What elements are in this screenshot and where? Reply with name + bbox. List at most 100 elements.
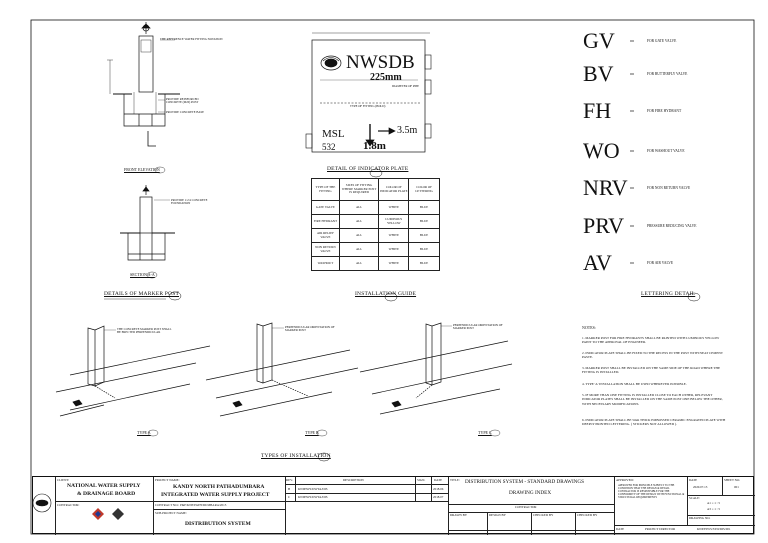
sub-project-name: DISTRIBUTION SYSTEM <box>185 521 251 527</box>
installation-guide-caption: INSTALLATION GUIDE <box>355 291 417 297</box>
client-name-line2: & DRAINAGE BOARD <box>77 491 136 497</box>
table-cell: FIRE HYDRANT <box>311 214 340 229</box>
type-c-label: TYPE C <box>478 430 492 435</box>
marker-note-section: PROVIDE 1:2:4 CONCRETE FOUNDATION <box>171 198 208 205</box>
lettering-code: AV <box>583 250 612 275</box>
lettering-code: PRV <box>583 213 625 238</box>
marker-note-low: PROVIDE CONCRETE BASE <box>166 110 205 114</box>
section-aa-figure <box>120 185 175 261</box>
table-row: AIR RELIEF VALVE ALL WHITE BLUE <box>311 228 440 243</box>
marker-post-caption: DETAILS OF MARKER POST <box>104 291 180 297</box>
table-cell: BLUE <box>408 214 440 229</box>
table-cell: WHITE <box>378 200 410 215</box>
revision-code: B <box>288 487 291 491</box>
table-cell: AIR RELIEF VALVE <box>311 228 340 243</box>
lettering-desc: FOR NON RETURN VALVE <box>647 186 691 190</box>
note-item: 5. IF MORE THAN ONE FITTING IS INSTALLED… <box>582 393 723 406</box>
marker-note-top: THE REFERENCE WATER FITTING NOTATION <box>160 37 223 41</box>
indicator-plate-figure <box>305 32 432 153</box>
rev-header: DESCRIPTION <box>343 478 364 482</box>
revision-date: 2018.07 <box>433 495 444 499</box>
sheet-value: 001 <box>734 485 739 489</box>
client-logo <box>32 493 52 513</box>
scale-a1: A1 = 1 : 5 <box>707 501 720 505</box>
project-name-line2: INTEGRATED WATER SUPPLY PROJECT <box>161 492 270 498</box>
table-cell: NON RETURN VALVE <box>311 242 340 257</box>
date-label: DATE <box>689 478 698 482</box>
table-cell: ALL <box>338 214 380 229</box>
table-row: WASHOUT ALL WHITE BLUE <box>311 256 440 271</box>
contractor-logos <box>92 508 124 520</box>
front-elevation-figure <box>107 22 180 147</box>
project-label: PROJECT NAME: <box>155 478 180 482</box>
sign-header: DESIGN BY <box>489 513 506 517</box>
drawing-title-line2: DRAWING INDEX <box>509 490 552 496</box>
note-item: 2. INDICATOR PLATE SHALL BE FIXED TO THE… <box>582 351 723 360</box>
nwsdb-logo <box>320 55 342 71</box>
sign-header: DRAWN BY <box>450 513 468 517</box>
scale-label: SCALE: <box>689 496 700 500</box>
table-cell: BLUE <box>408 200 440 215</box>
lettering-desc: FOR AIR VALVE <box>647 261 674 265</box>
plate-msl-label: MSL <box>322 128 345 140</box>
table-cell: BLUE <box>408 242 440 257</box>
type-b-label: TYPE B <box>305 430 319 435</box>
table-cell: ALL <box>338 200 380 215</box>
table-cell: GATE VALVE <box>311 200 340 215</box>
plate-center-note: TYPE OF FITTING (BOLD) <box>350 104 386 108</box>
lettering-desc: FOR FIRE HYDRANT <box>647 109 682 113</box>
table-cell: LUMINOUS YELLOW <box>378 214 410 229</box>
contractor-label: CONTRACTOR: <box>57 503 80 507</box>
sheet-border <box>30 19 755 535</box>
rev-header: REV. <box>286 478 293 482</box>
marker-note-mid: PROVIDE REINFORCED CONCRETE (M20) POST <box>166 97 199 104</box>
plate-distance: 3.5m <box>397 125 418 136</box>
table-cell: ALL <box>338 256 380 271</box>
sign-header: CHECKED BY <box>577 513 598 517</box>
type-a-note: THE CONCRETE MARKER POST SHALL BE ERECTE… <box>117 327 172 334</box>
date-value: 2020.07.13 <box>693 485 708 489</box>
plate-logo-text: NWSDB <box>346 52 415 73</box>
plate-pipe-size: 225mm <box>370 72 402 83</box>
client-name-line1: NATIONAL WATER SUPPLY <box>67 483 141 489</box>
client-label: CLIENT: <box>57 478 70 482</box>
lettering-code: GV <box>583 28 615 53</box>
contractor-row: CONTRACTOR <box>515 505 537 509</box>
revision-date: 2018.06 <box>433 487 444 491</box>
table-cell: WHITE <box>378 256 410 271</box>
type-a-label: TYPE A <box>137 430 151 435</box>
guide-header-row: TYPE OF THE FITTING SIZES OF FITTING WHE… <box>311 178 440 201</box>
type-c-note: PERPENDICULAR ORIENTATION OF MARKER POST <box>453 323 503 330</box>
lettering-code: WO <box>583 138 620 163</box>
section-aa-label: SECTION A-A <box>130 272 155 277</box>
sign-header: CHECKED BY <box>533 513 554 517</box>
table-cell: BLUE <box>408 228 440 243</box>
table-cell: WHITE <box>378 228 410 243</box>
note-item: 1. MARKER POST FOR FIRE HYDRANTS SHALL B… <box>582 336 720 345</box>
lettering-code: FH <box>583 98 612 123</box>
type-b-figure <box>205 322 359 417</box>
installation-types-caption: TYPES OF INSTALLATION <box>261 453 331 459</box>
rev-header: SIGN. <box>417 478 426 482</box>
revision-desc: KNIPIWS/DWTA/DIS <box>298 487 328 491</box>
title-block: CLIENT: NATIONAL WATER SUPPLY & DRAINAGE… <box>32 476 755 535</box>
title-label: TITLE: <box>450 478 460 482</box>
lettering-desc: FOR BUTTERFLY VALVE <box>647 72 688 76</box>
plate-depth: 1.8m <box>363 140 386 152</box>
table-cell: BLUE <box>408 256 440 271</box>
approved-label: APPROVED: <box>616 478 634 482</box>
front-elevation-label: FRONT ELEVATION <box>124 167 160 172</box>
plate-msl-value: 532 <box>322 142 336 152</box>
installation-guide-table: TYPE OF THE FITTING SIZES OF FITTING WHE… <box>311 178 440 271</box>
lettering-desc: FOR WASHOUT VALVE <box>647 149 685 153</box>
type-c-figure <box>359 322 513 415</box>
guide-header: SIZES OF FITTING WHERE MARKER POST IS RE… <box>338 178 380 201</box>
revision-desc: KNIPIWS/DWTA/DIS <box>298 495 328 499</box>
guide-header: TYPE OF THE FITTING <box>311 178 340 201</box>
lettering-caption: LETTERING DETAIL <box>641 291 696 297</box>
table-row: GATE VALVE ALL WHITE BLUE <box>311 200 440 215</box>
revision-code: C <box>288 495 291 499</box>
type-a-figure <box>55 325 211 417</box>
project-name-line1: KANDY NORTH PATHADUMBARA <box>173 484 265 490</box>
